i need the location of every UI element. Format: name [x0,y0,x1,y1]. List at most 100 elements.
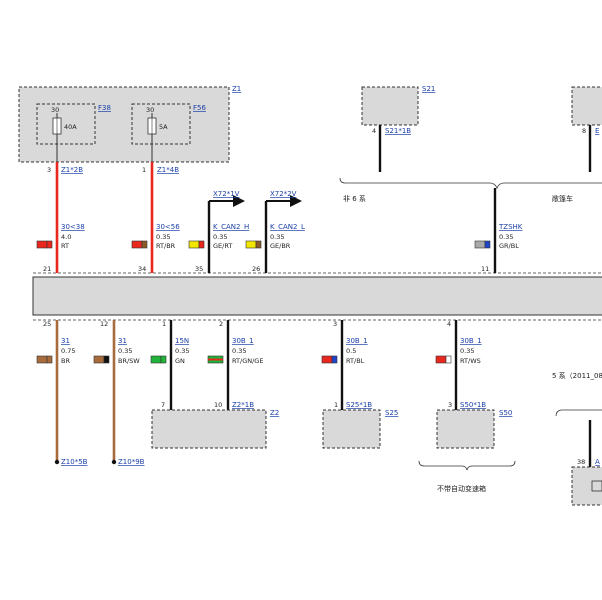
wire-12-end[interactable]: Z10*9B [118,458,145,466]
z1-label[interactable]: Z1 [232,85,241,93]
arrow-x72-1v-label[interactable]: X72*1V [213,190,240,198]
wire-34-swatch [131,240,148,249]
z1-fuse-box[interactable]: Z1 30 F38 40A 30 F56 5A [18,85,241,163]
wire-21-size: 4.0 [61,233,71,241]
wire-2-size: 0.35 [232,347,246,355]
wire-26-signal[interactable]: K_CAN2_L [270,223,305,231]
wire-1-signal[interactable]: 15N [175,337,189,345]
topright-module[interactable] [571,86,602,126]
variant-brace-bottom [418,460,516,471]
wire-12-signal[interactable]: 31 [118,337,127,345]
variant-brace-top [339,177,602,190]
wire-12-color: BR/SW [118,357,140,365]
wire-25-end[interactable]: Z10*5B [61,458,88,466]
s25-pin: 1 [334,401,338,409]
wire-1-swatch [150,355,167,364]
s25-label[interactable]: S25 [385,409,398,417]
s21-module[interactable]: S21 [361,85,435,126]
wire-11-pin: 11 [481,265,489,273]
wire-11-swatch [474,240,491,249]
s25-connector[interactable]: S25*1B [346,401,372,409]
fuse-f56[interactable]: 30 F56 5A [131,103,206,145]
wire-4-pin: 4 [447,320,451,328]
wire-1-size: 0.35 [175,347,189,355]
wire-34-color: RT/BR [156,242,176,250]
s21-pin: 4 [372,127,376,135]
wire-12-pin: 12 [100,320,108,328]
wire-25-swatch [36,355,53,364]
wire-25-size: 0.75 [61,347,75,355]
wire-26-size: 0.35 [270,233,284,241]
s50-pin: 3 [448,401,452,409]
note-series-5: 5 系（2011_08 [552,371,602,380]
wire-4-signal[interactable]: 30B_1 [460,337,482,345]
ground-z10-9b-icon [111,459,117,465]
wire-11-size: 0.35 [499,233,513,241]
wire-25-pin: 25 [43,320,51,328]
wire-3-signal[interactable]: 30B_1 [346,337,368,345]
z2-pin-7: 7 [161,401,165,409]
wire-21-color: RT [61,242,69,250]
fuse-f38[interactable]: 30 F38 40A [36,103,111,145]
ground-z10-5b-icon [54,459,60,465]
z1-connector-2b[interactable]: Z1*2B [61,166,83,174]
wire-25-signal[interactable]: 31 [61,337,70,345]
z2-connector[interactable]: Z2*1B [232,401,254,409]
z2-label[interactable]: Z2 [270,409,279,417]
wire-11-color: GR/BL [499,242,519,250]
fuse-f56-label[interactable]: F56 [193,104,206,112]
wire-12-swatch [93,355,110,364]
fuse-f38-pin: 30 [51,106,59,114]
module-symbol-icon [591,480,602,492]
s50-module[interactable]: S50 [436,409,512,449]
note-no-auto-transmission: 不带自动变速箱 [437,484,486,493]
s21-connector[interactable]: S21*1B [385,127,411,135]
bottomright-connector[interactable]: A [595,458,600,466]
topright-connector[interactable]: E [595,127,599,135]
wire-2-signal[interactable]: 30B_1 [232,337,254,345]
fuse-f38-label[interactable]: F38 [98,104,111,112]
wire-2-color: RT/GN/GE [232,357,263,365]
fuse-f38-rating: 40A [64,123,77,131]
s50-connector[interactable]: S50*1B [460,401,486,409]
main-module-bar[interactable] [32,272,602,321]
arrow-x72-2v-label[interactable]: X72*2V [270,190,297,198]
wire-4-size: 0.35 [460,347,474,355]
z1-connector-4b[interactable]: Z1*4B [157,166,179,174]
bottomright-pin: 38 [577,458,585,466]
wire-21-swatch [36,240,53,249]
z2-module[interactable]: Z2 [151,409,279,449]
wire-34-size: 0.35 [156,233,170,241]
wire-11-signal[interactable]: TZSHK [498,223,523,231]
wire-35-size: 0.35 [213,233,227,241]
s50-label[interactable]: S50 [499,409,512,417]
wire-3-swatch [321,355,338,364]
wire-1-pin: 1 [162,320,166,328]
wire-34-signal[interactable]: 30<56 [156,223,180,231]
wire-35-signal[interactable]: K_CAN2_H [213,223,249,231]
z1-pin-3: 3 [47,166,51,174]
wire-1-color: GN [175,357,185,365]
s21-label[interactable]: S21 [422,85,435,93]
wire-12-size: 0.35 [118,347,132,355]
fuse-f56-pin: 30 [146,106,154,114]
z1-pin-1: 1 [142,166,146,174]
wire-35-pin: 35 [195,265,203,273]
wire-3-pin: 3 [333,320,337,328]
wire-26-swatch [245,240,262,249]
wire-35-color: GE/RT [213,242,232,250]
s25-module[interactable]: S25 [322,409,398,449]
wire-25-color: BR [61,357,70,365]
wire-4-swatch [435,355,452,364]
wire-2-pin: 2 [219,320,223,328]
fuse-f56-rating: 5A [159,123,168,131]
note-convertible: 敞篷车 [552,194,573,203]
wire-21-signal[interactable]: 30<38 [61,223,85,231]
z2-pin-10: 10 [214,401,222,409]
bottomright-module[interactable] [571,466,602,506]
wire-21-pin: 21 [43,265,51,273]
note-non-6-series: 非 6 系 [343,194,366,203]
wire-26-pin: 26 [252,265,260,273]
wire-3-color: RT/BL [346,357,365,365]
